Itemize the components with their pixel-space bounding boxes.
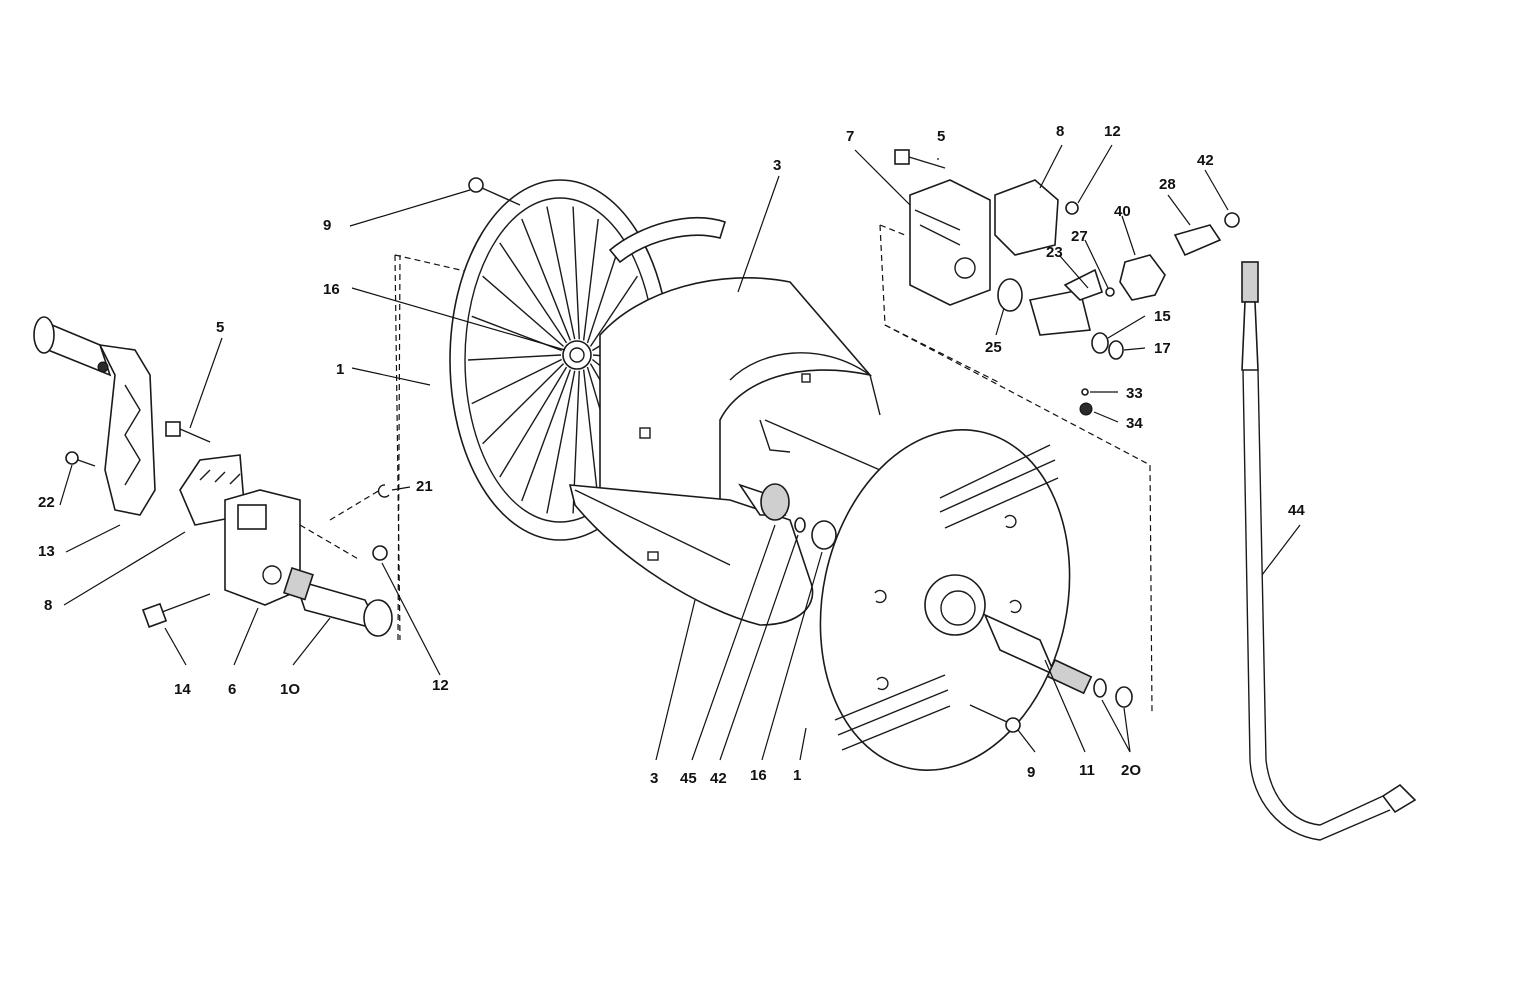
flange-spoke — [582, 369, 599, 502]
callout-8-top: 8 — [1056, 123, 1064, 140]
crank-handle — [33, 316, 156, 516]
right-reel-flange — [819, 429, 1071, 771]
callout-1-bottom: 1 — [793, 767, 801, 784]
callout-45: 45 — [680, 770, 697, 787]
callout-7: 7 — [846, 128, 854, 145]
callout-13: 13 — [38, 543, 55, 560]
callout-9-top: 9 — [323, 217, 331, 234]
callout-10: 1O — [280, 681, 300, 698]
flange-spoke — [546, 370, 576, 514]
callout-16-left: 16 — [323, 281, 340, 298]
flange-spoke — [467, 354, 562, 361]
callout-33: 33 — [1126, 385, 1143, 402]
assembly-guides — [299, 224, 1153, 713]
callout-labels: 9 16 1 5 22 13 8 21 12 14 6 1O 3 3 45 42… — [38, 123, 1305, 787]
left-bracket — [179, 454, 301, 606]
callout-25: 25 — [985, 339, 1002, 356]
flange-spoke — [521, 369, 572, 502]
leader-hose — [1241, 261, 1417, 841]
flange-spoke — [482, 363, 565, 445]
flange-spoke — [586, 242, 621, 344]
callout-22: 22 — [38, 494, 55, 511]
callout-6: 6 — [228, 681, 236, 698]
callout-8-left: 8 — [44, 597, 52, 614]
callout-20: 2O — [1121, 762, 1141, 779]
callout-34: 34 — [1126, 415, 1143, 432]
callout-5-top: 5 — [937, 128, 945, 145]
flange-spoke — [589, 275, 638, 347]
flange-spoke — [521, 218, 572, 341]
callout-5-left: 5 — [216, 319, 224, 336]
callout-42-top: 42 — [1197, 152, 1214, 169]
callout-12-top: 12 — [1104, 123, 1121, 140]
callout-44: 44 — [1288, 502, 1305, 519]
callout-1-left: 1 — [336, 361, 344, 378]
leader-lines — [59, 144, 1301, 761]
callout-23: 23 — [1046, 244, 1063, 261]
callout-28: 28 — [1159, 176, 1176, 193]
flange-spoke — [546, 206, 576, 340]
callout-9-bottom: 9 — [1027, 764, 1035, 781]
flange-spoke — [499, 366, 568, 478]
fasteners — [65, 177, 1021, 733]
callout-11: 11 — [1079, 762, 1095, 779]
flange-spoke — [499, 242, 568, 344]
callout-21: 21 — [416, 478, 433, 495]
callout-27: 27 — [1071, 228, 1088, 245]
callout-14: 14 — [174, 681, 191, 698]
flange-spoke — [471, 358, 562, 405]
callout-42-bottom: 42 — [710, 770, 727, 787]
callout-3-bottom: 3 — [650, 770, 658, 787]
flange-spoke — [482, 275, 564, 347]
callout-40: 40 — [1114, 203, 1131, 220]
inlet-assembly — [894, 149, 1240, 416]
flange-spoke — [582, 218, 599, 341]
callout-12-left: 12 — [432, 677, 449, 694]
center-fittings — [738, 483, 837, 550]
swivel-shaft — [983, 613, 1133, 708]
callout-17: 17 — [1154, 340, 1171, 357]
callout-16-bottom: 16 — [750, 767, 767, 784]
flange-spoke — [572, 206, 580, 340]
left-axle — [282, 566, 393, 637]
callout-15: 15 — [1154, 308, 1171, 325]
callout-3-top: 3 — [773, 157, 781, 174]
